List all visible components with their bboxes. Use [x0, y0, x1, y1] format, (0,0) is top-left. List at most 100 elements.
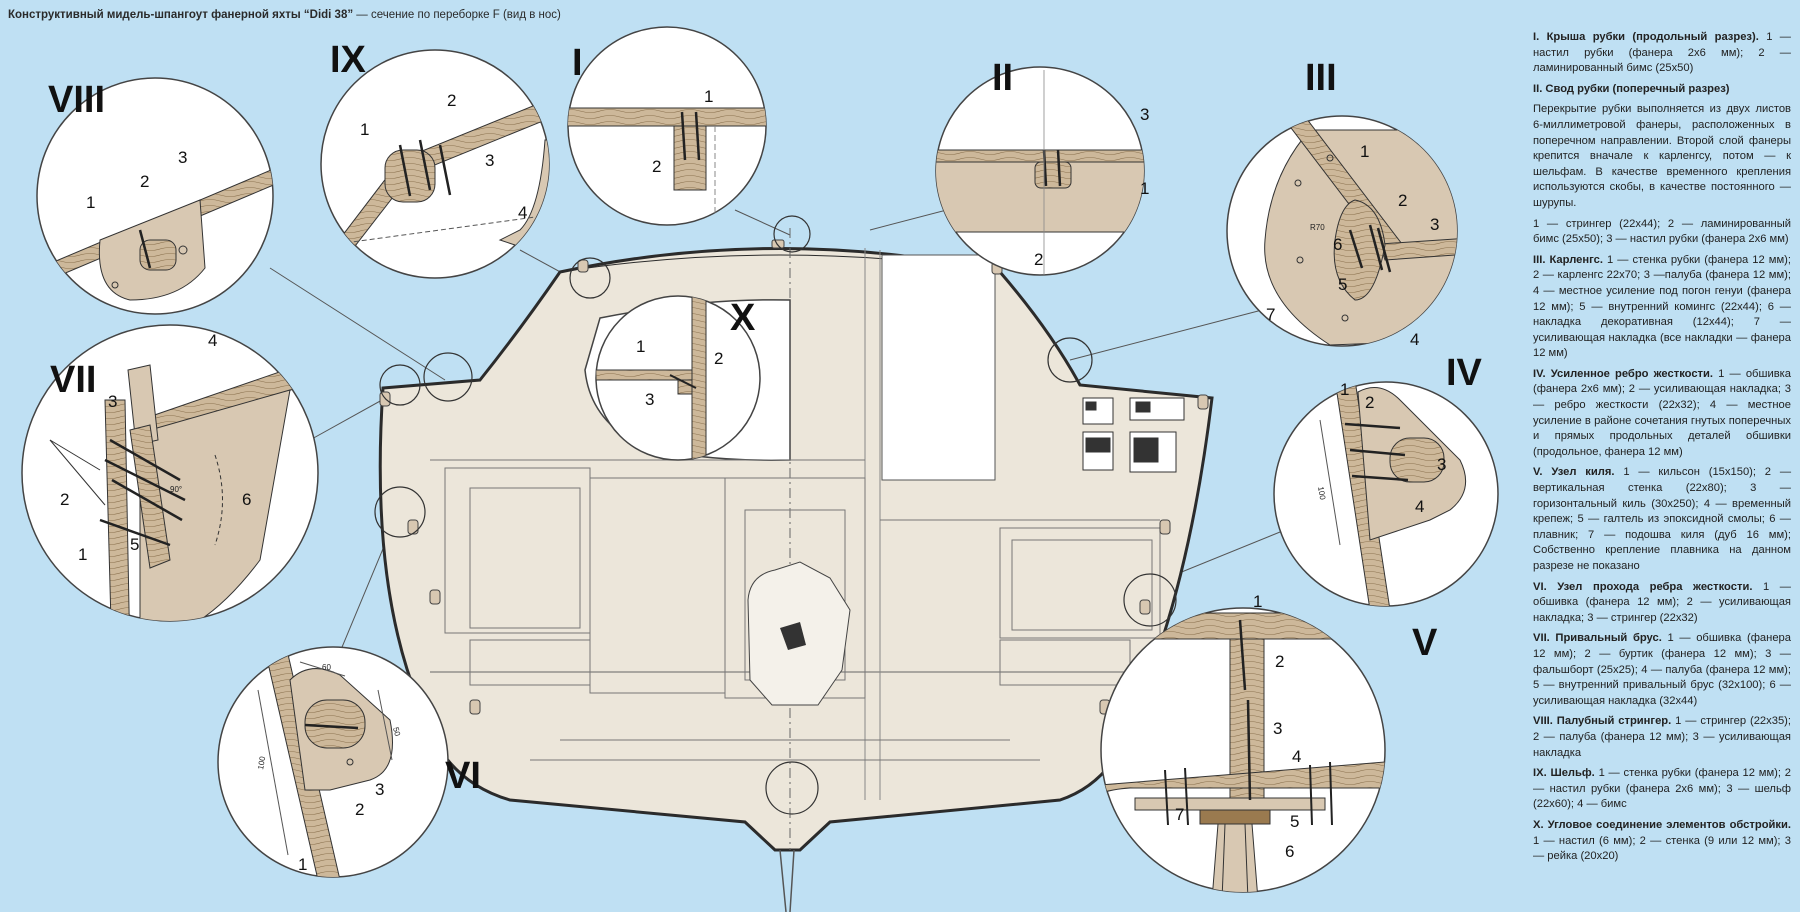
- callout-number: 3: [178, 148, 187, 167]
- legend-text: 1 — кильсон (15х150); 2 — вертикальная с…: [1533, 466, 1792, 572]
- title-bold: Конструктивный мидель-шпангоут фанерной …: [8, 9, 354, 21]
- callout-number: 1: [1140, 179, 1149, 198]
- callout-number: 4: [1410, 330, 1419, 349]
- callout-number: 5: [1290, 812, 1299, 831]
- legend-heading: V. Узел киля.: [1533, 466, 1615, 479]
- detail-vi-numeral: VI: [445, 755, 481, 797]
- detail-vii-numeral: VII: [50, 359, 96, 401]
- legend-item: Перекрытие рубки выполняется из двух лис…: [1533, 102, 1791, 211]
- detail-v: V 1 2 3 4 5 6 7: [1100, 592, 1438, 893]
- detail-i-numeral: I: [572, 42, 583, 84]
- detail-i: I 1 2: [567, 26, 767, 226]
- legend-text: 1 — настил рубки (фанера 2х6 мм); 2 — ла…: [1533, 31, 1791, 75]
- callout-number: 3: [1140, 105, 1149, 124]
- detail-iii-numeral: III: [1305, 57, 1337, 99]
- callout-number: 2: [447, 91, 456, 110]
- callout-number: 3: [1437, 455, 1446, 474]
- callout-number: 5: [1338, 275, 1347, 294]
- legend-item: V. Узел киля. 1 — кильсон (15х150); 2 — …: [1533, 465, 1791, 574]
- detail-ii-numeral: II: [992, 57, 1013, 99]
- callout-number: 3: [1273, 719, 1282, 738]
- callout-number: 4: [518, 203, 527, 222]
- legend-text: 1 — стенка рубки (фанера 12 мм); 2 — кар…: [1533, 253, 1791, 360]
- legend-heading: VI. Узел прохода ребра жесткости.: [1533, 580, 1753, 593]
- legend-heading: VII. Привальный брус.: [1533, 632, 1662, 645]
- callout-number: 1: [636, 337, 645, 356]
- detail-iv: IV 1 2 3 4 100: [1273, 352, 1499, 607]
- callout-number: 3: [108, 392, 117, 411]
- detail-vi: VI 1 2 3 60 50 100: [217, 646, 481, 878]
- detail-iv-numeral: IV: [1446, 352, 1483, 394]
- detail-ix-numeral: IX: [330, 39, 367, 81]
- instrument-panel: [1082, 397, 1185, 473]
- callout-number: 2: [652, 157, 661, 176]
- hull-section-drawing: VIII 1 2 3 IX 1 2 3 4: [21, 26, 1499, 912]
- legend-panel: I. Крыша рубки (продольный разрез). 1 — …: [1533, 30, 1791, 870]
- detail-viii: VIII 1 2 3: [36, 77, 274, 315]
- legend-item: VI. Узел прохода ребра жесткости. 1 — об…: [1533, 580, 1791, 627]
- legend-item: II. Свод рубки (поперечный разрез): [1533, 82, 1791, 98]
- legend-heading: IX. Шельф.: [1533, 767, 1595, 780]
- legend-text: 1 — обшивка (фанера 12 мм); 2 — усиливаю…: [1533, 580, 1791, 624]
- legend-text: 1 — стрингер (22х44); 2 — ламинированный…: [1533, 217, 1791, 246]
- dimension-label: 60: [322, 663, 331, 672]
- callout-number: 6: [1333, 235, 1342, 254]
- callout-number: 1: [1340, 380, 1349, 399]
- callout-number: 2: [355, 800, 364, 819]
- callout-number: 3: [375, 780, 384, 799]
- detail-ix: IX 1 2 3 4: [320, 39, 550, 279]
- detail-x-numeral: X: [730, 297, 756, 339]
- callout-number: 5: [130, 535, 139, 554]
- callout-number: 3: [485, 151, 494, 170]
- legend-text: Перекрытие рубки выполняется из двух лис…: [1533, 103, 1791, 209]
- detail-iii: III 1 2 3 4 5 6 7 R70: [1226, 57, 1458, 349]
- callout-number: 6: [1285, 842, 1294, 861]
- dimension-label: 100: [256, 755, 267, 770]
- keel-fin: [779, 849, 795, 912]
- callout-number: 1: [1360, 142, 1369, 161]
- legend-item: 1 — стрингер (22х44); 2 — ламинированный…: [1533, 217, 1791, 248]
- legend-heading: X. Угловое соединение элементов обстройк…: [1533, 818, 1791, 831]
- legend-heading: I. Крыша рубки (продольный разрез).: [1533, 31, 1759, 43]
- callout-number: 4: [1415, 497, 1424, 516]
- callout-number: 1: [78, 545, 87, 564]
- detail-viii-numeral: VIII: [48, 79, 105, 121]
- legend-text: 1 — стенка рубки (фанера 12 мм); 2 — нас…: [1533, 767, 1791, 811]
- callout-number: 1: [360, 120, 369, 139]
- callout-number: 2: [1365, 393, 1374, 412]
- detail-x: X 1 2 3: [595, 295, 761, 461]
- callout-number: 4: [1292, 747, 1301, 766]
- legend-item: VII. Привальный брус. 1 — обшивка (фанер…: [1533, 631, 1791, 709]
- callout-number: 2: [1398, 191, 1407, 210]
- callout-number: 1: [704, 87, 713, 106]
- callout-number: 7: [1266, 305, 1275, 324]
- callout-number: 2: [140, 172, 149, 191]
- legend-heading: VIII. Палубный стрингер.: [1533, 715, 1672, 728]
- callout-number: 1: [298, 855, 307, 874]
- detail-vii: VII 1 2 3 4 5 6 90°: [21, 324, 319, 622]
- callout-number: 6: [242, 490, 251, 509]
- legend-item: VIII. Палубный стрингер. 1 — стрингер (2…: [1533, 714, 1791, 761]
- callout-number: 4: [208, 331, 217, 350]
- dimension-label: 100: [1316, 486, 1327, 501]
- legend-text: 1 — обшивка (фанера 2х6 мм); 2 — усилива…: [1533, 367, 1791, 458]
- detail-ii: II 1 2 3: [935, 57, 1149, 276]
- legend-text: 1 — настил (6 мм); 2 — стенка (9 или 12 …: [1533, 834, 1791, 863]
- detail-v-numeral: V: [1412, 622, 1438, 664]
- callout-number: 7: [1175, 805, 1184, 824]
- legend-item: IX. Шельф. 1 — стенка рубки (фанера 12 м…: [1533, 766, 1791, 813]
- legend-item: I. Крыша рубки (продольный разрез). 1 — …: [1533, 30, 1791, 77]
- page-title: Конструктивный мидель-шпангоут фанерной …: [8, 9, 561, 21]
- legend-heading: IV. Усиленное ребро жесткости.: [1533, 367, 1714, 380]
- legend-text: 1 — стрингер (22х35); 2 — палуба (фанера…: [1533, 715, 1792, 759]
- callout-number: 1: [1253, 592, 1262, 611]
- callout-number: 1: [86, 193, 95, 212]
- legend-item: IV. Усиленное ребро жесткости. 1 — обшив…: [1533, 367, 1791, 461]
- legend-heading: II. Свод рубки (поперечный разрез): [1533, 82, 1730, 95]
- callout-number: 3: [645, 390, 654, 409]
- callout-number: 3: [1430, 215, 1439, 234]
- legend-item: III. Карленгс. 1 — стенка рубки (фанера …: [1533, 253, 1791, 362]
- legend-text: 1 — обшивка (фанера 12 мм); 2 — буртик (…: [1533, 632, 1791, 707]
- callout-number: 2: [1275, 652, 1284, 671]
- dimension-label: R70: [1310, 223, 1325, 232]
